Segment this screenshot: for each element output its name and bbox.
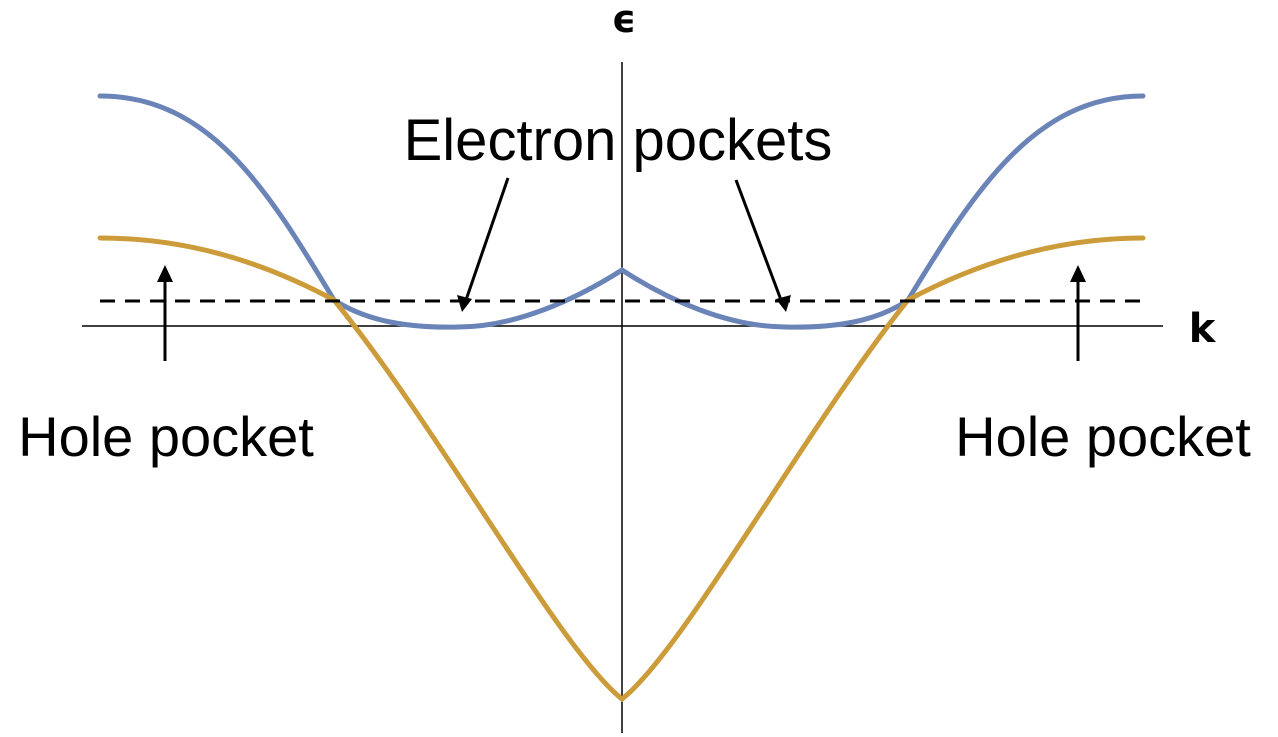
hole-pocket-label-right: Hole pocket xyxy=(955,405,1251,468)
electron-pockets-label: Electron pockets xyxy=(404,108,833,173)
upper-band-curve xyxy=(97,93,1146,330)
electron-pocket-arrow-right xyxy=(734,179,783,301)
energy-axis-label: ϵ xyxy=(612,0,637,41)
electron-pocket-arrowhead-left xyxy=(457,295,472,312)
electron-pocket-arrow-left xyxy=(464,177,510,301)
electron-pocket-arrowhead-right xyxy=(776,295,791,312)
hole-pocket-label-left: Hole pocket xyxy=(18,405,314,468)
k-axis-label: k xyxy=(1189,306,1217,352)
hole-pocket-arrowhead-right xyxy=(1070,265,1086,282)
hole-pocket-arrowhead-left xyxy=(157,265,173,282)
lower-band-curve xyxy=(97,235,1146,703)
